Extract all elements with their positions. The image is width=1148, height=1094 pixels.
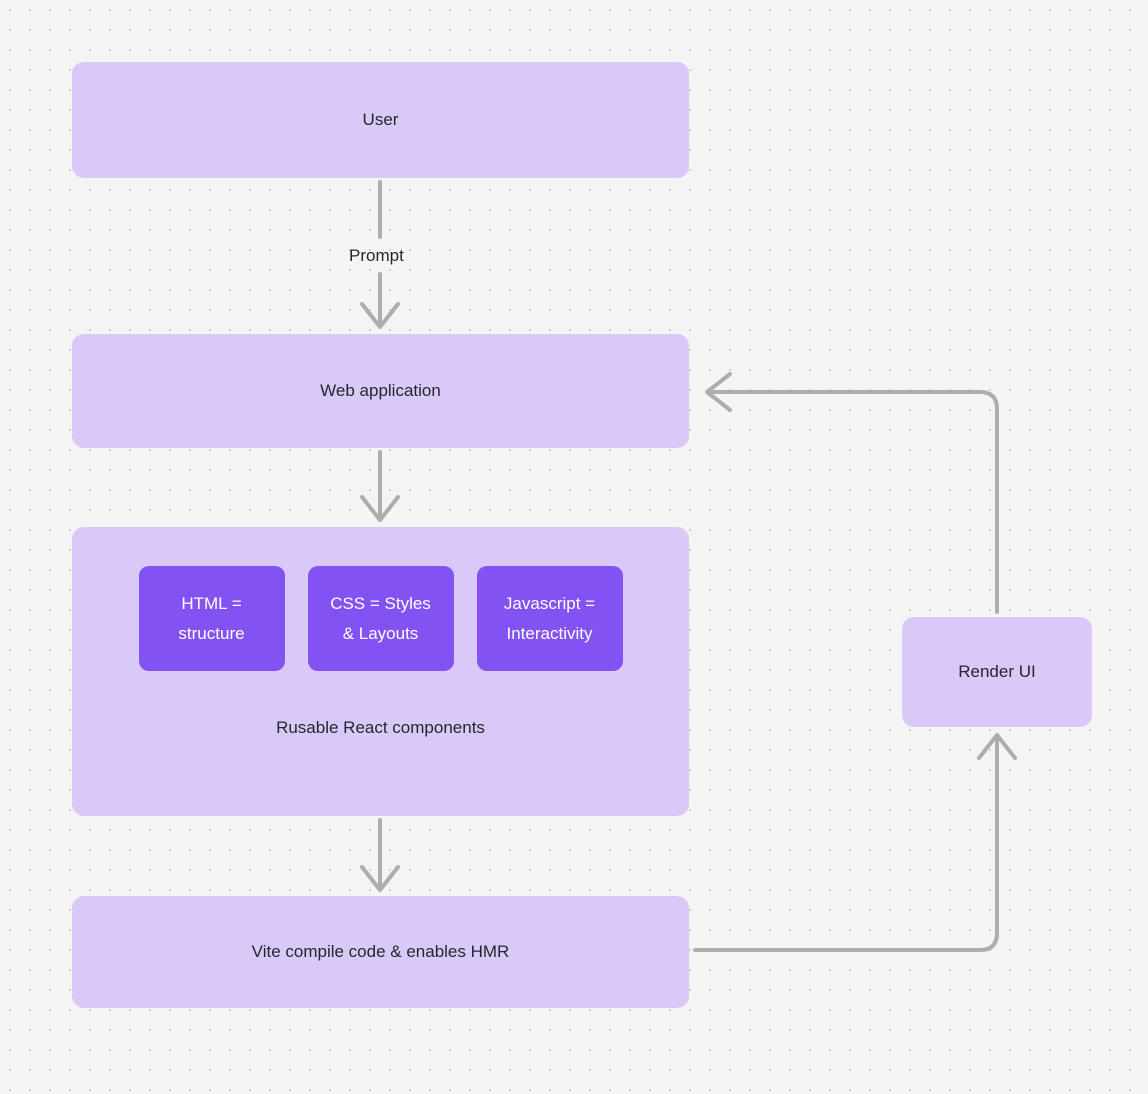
node-vite[interactable]: Vite compile code & enables HMR <box>72 896 689 1008</box>
subnode-row: HTML = structure CSS = Styles & Layouts … <box>72 566 689 671</box>
edge-render-to-webapp <box>705 372 999 614</box>
edge-components-to-vite <box>360 818 400 892</box>
node-web-application-label: Web application <box>320 380 441 400</box>
node-react-components-caption: Rusable React components <box>276 718 485 737</box>
edge-vite-to-render <box>693 733 1017 952</box>
node-user-label: User <box>362 109 399 129</box>
subnode-html[interactable]: HTML = structure <box>138 566 285 671</box>
node-render-ui[interactable]: Render UI <box>902 617 1092 727</box>
node-react-components-group[interactable]: HTML = structure CSS = Styles & Layouts … <box>72 527 689 816</box>
subnode-css-label: CSS = Styles & Layouts <box>330 594 431 643</box>
node-user[interactable]: User <box>72 62 689 178</box>
subnode-css[interactable]: CSS = Styles & Layouts <box>307 566 454 671</box>
node-vite-label: Vite compile code & enables HMR <box>251 941 510 961</box>
node-web-application[interactable]: Web application <box>72 334 689 448</box>
subnode-javascript-label: Javascript = Interactivity <box>503 594 596 643</box>
subnode-javascript[interactable]: Javascript = Interactivity <box>476 566 623 671</box>
edge-label-prompt: Prompt <box>349 246 404 265</box>
subnode-html-label: HTML = structure <box>178 594 245 643</box>
node-render-ui-label: Render UI <box>958 661 1036 681</box>
edge-webapp-to-components <box>360 450 400 522</box>
